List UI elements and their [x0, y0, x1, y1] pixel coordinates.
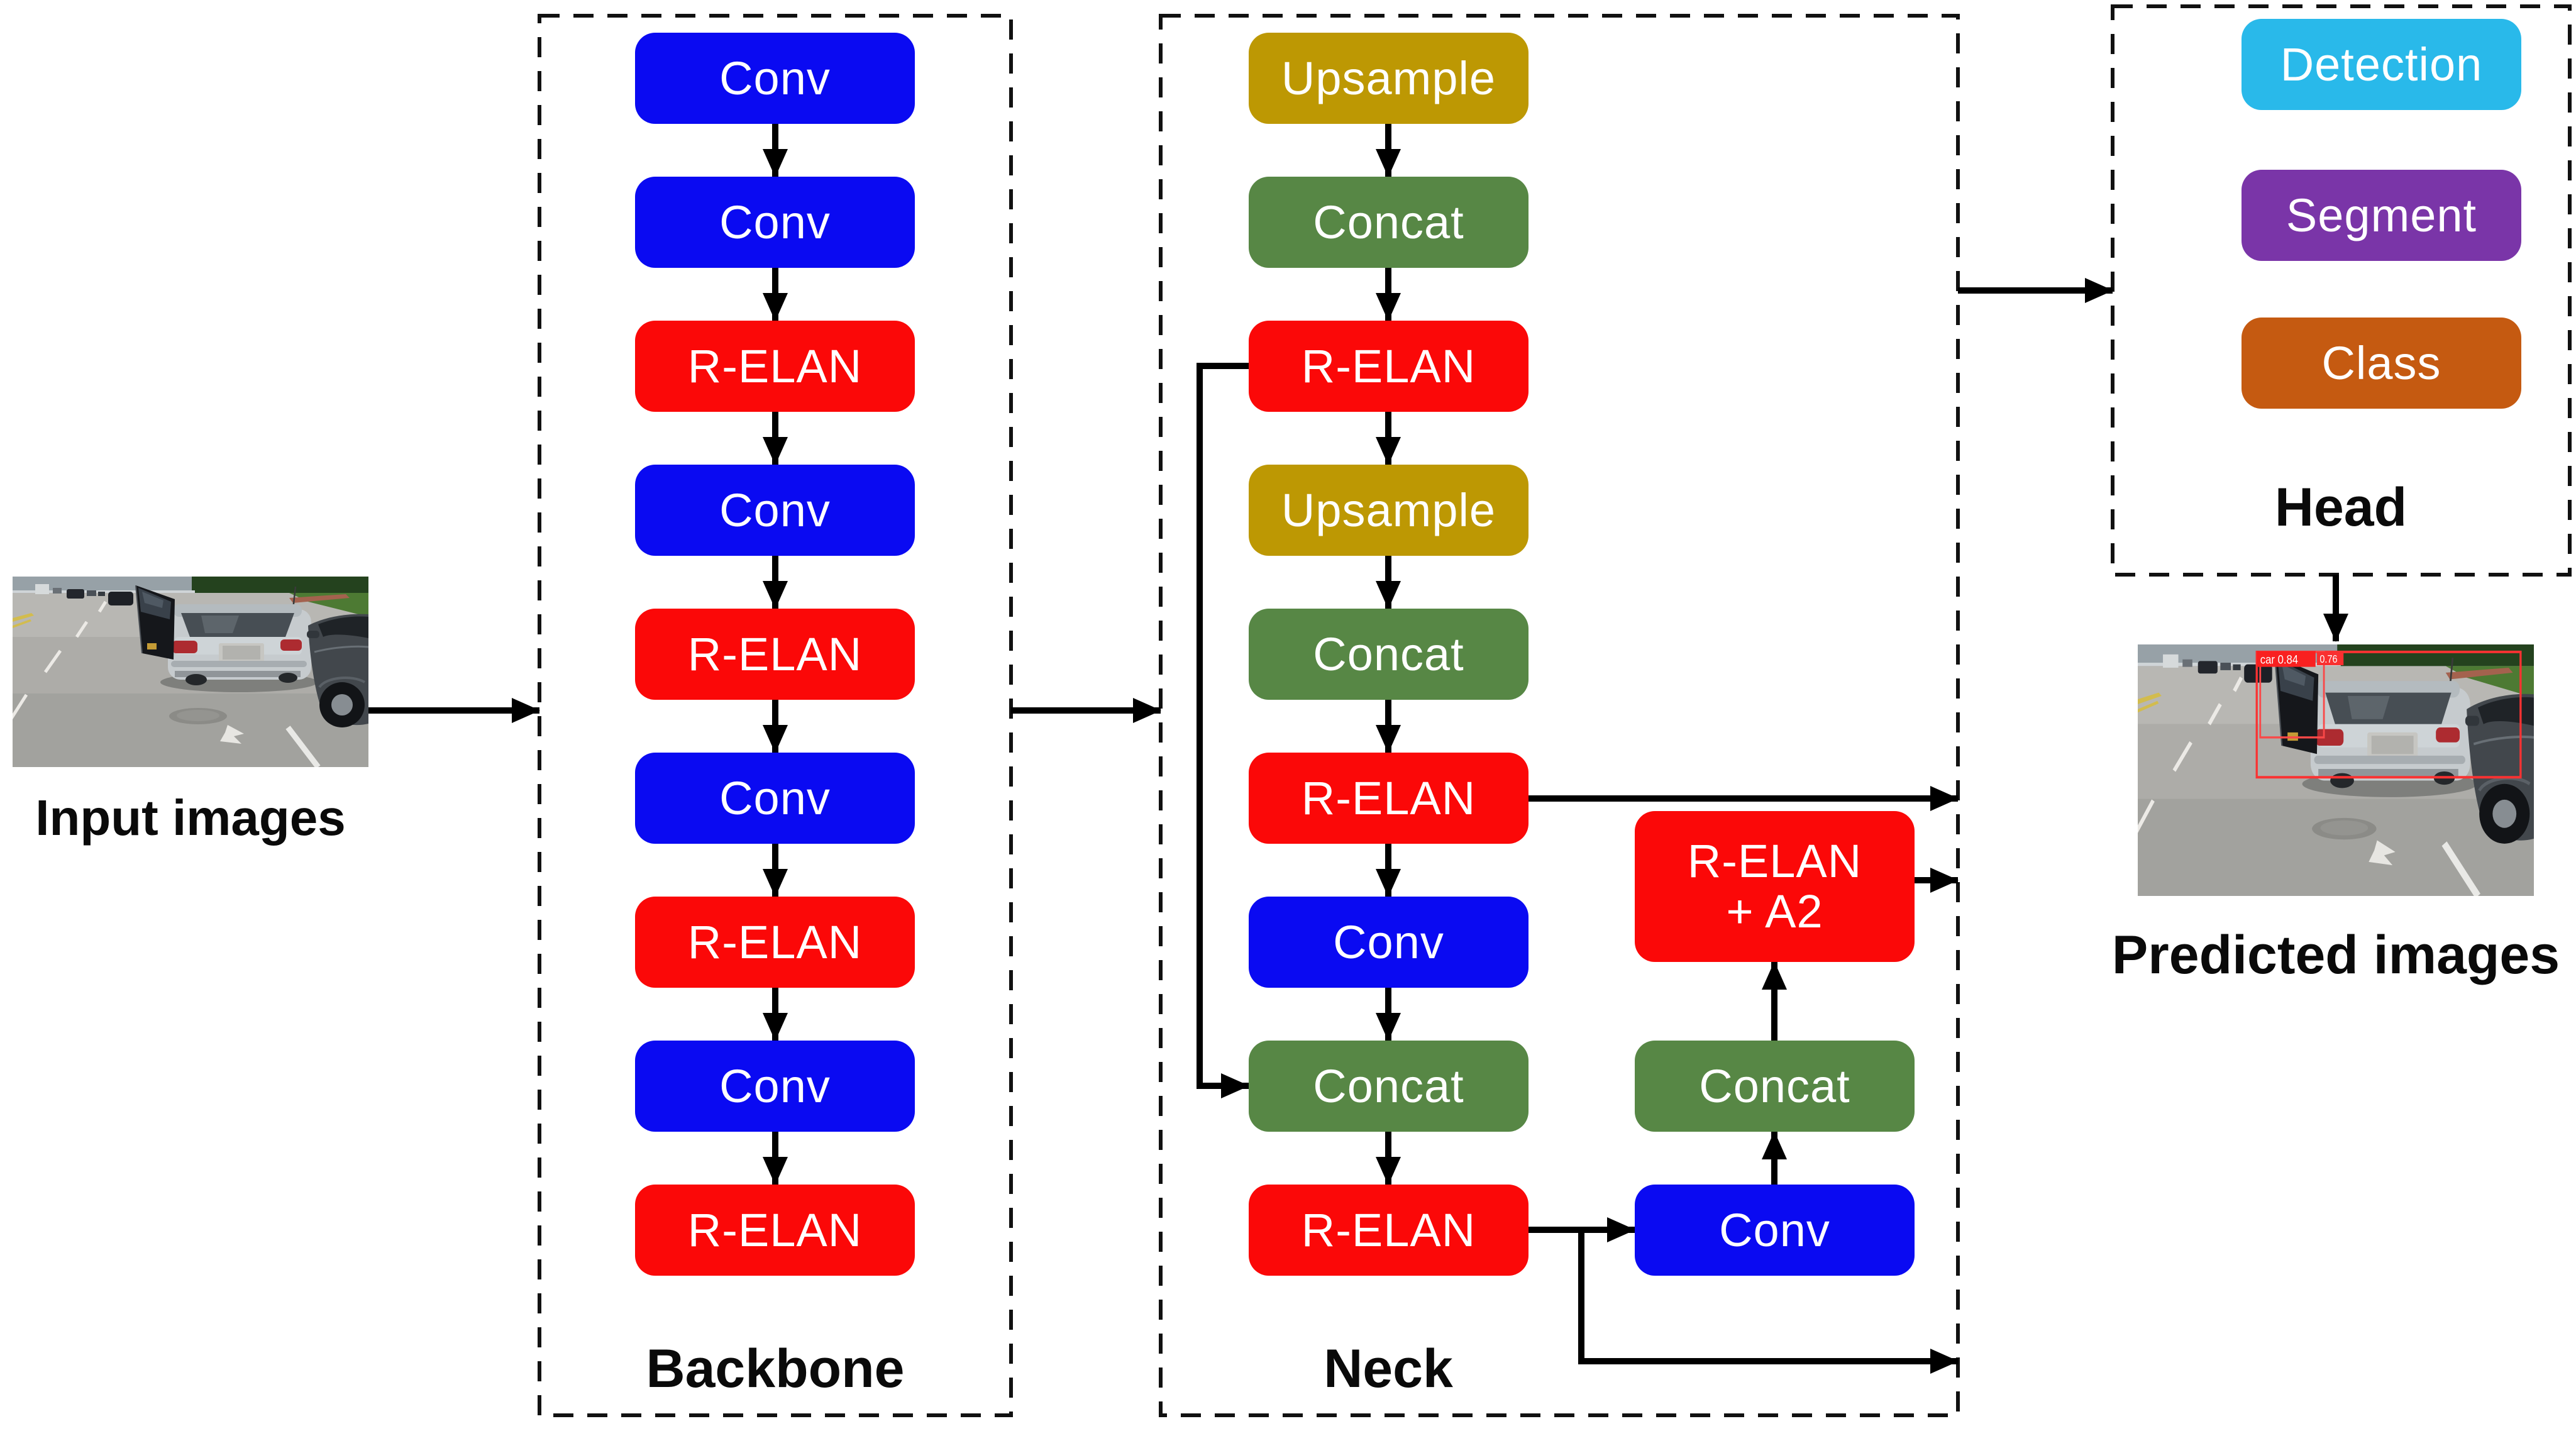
detection-label-bg-2	[2316, 651, 2344, 666]
neck-upsample-2: Upsample	[1249, 465, 1528, 556]
head-label: Head	[2274, 477, 2407, 538]
arrow-relan9-output-branch	[1578, 1230, 1959, 1374]
predicted-street-photo: car 0.84 0.76	[2138, 644, 2534, 896]
neck-conv-1: Conv	[1249, 897, 1528, 988]
arrow-relan3-to-concat8-skip	[1197, 363, 1249, 1098]
neck-label: Neck	[1324, 1339, 1453, 1399]
detection-label-2: 0.76	[2319, 654, 2337, 665]
neck-box-border	[1159, 14, 1960, 1417]
neck-relan-2: R-ELAN	[1249, 753, 1528, 844]
neck-side-conv: Conv	[1635, 1185, 1915, 1276]
backbone-conv-3: Conv	[635, 465, 915, 556]
backbone-conv-5: Conv	[635, 1041, 915, 1132]
backbone-conv-4: Conv	[635, 753, 915, 844]
head-class: Class	[2242, 318, 2521, 409]
input-image	[13, 577, 368, 767]
backbone-label: Backbone	[646, 1339, 905, 1399]
backbone-conv-2: Conv	[635, 177, 915, 268]
neck-relan-1: R-ELAN	[1249, 321, 1528, 412]
street-photo	[13, 577, 368, 767]
input-images-caption: Input images	[35, 790, 346, 846]
backbone-relan-3: R-ELAN	[635, 897, 915, 988]
detection-label-bg-1	[2257, 651, 2316, 667]
backbone-relan-1: R-ELAN	[635, 321, 915, 412]
neck-concat-1: Concat	[1249, 177, 1528, 268]
predicted-images-caption: Predicted images	[2111, 925, 2560, 985]
backbone-box-border	[538, 14, 1013, 1417]
predicted-image: car 0.84 0.76	[2138, 644, 2534, 896]
neck-relan-a2: R-ELAN + A2	[1635, 811, 1915, 962]
backbone-relan-2: R-ELAN	[635, 609, 915, 700]
neck-side-concat: Concat	[1635, 1041, 1915, 1132]
backbone-conv-1: Conv	[635, 33, 915, 124]
detection-label-1: car 0.84	[2260, 652, 2298, 666]
head-detection: Detection	[2242, 19, 2521, 110]
neck-concat-3: Concat	[1249, 1041, 1528, 1132]
neck-concat-2: Concat	[1249, 609, 1528, 700]
head-segment: Segment	[2242, 170, 2521, 261]
neck-upsample-1: Upsample	[1249, 33, 1528, 124]
detection-bbox-car	[2255, 650, 2522, 779]
neck-relan-3: R-ELAN	[1249, 1185, 1528, 1276]
backbone-relan-4: R-ELAN	[635, 1185, 915, 1276]
